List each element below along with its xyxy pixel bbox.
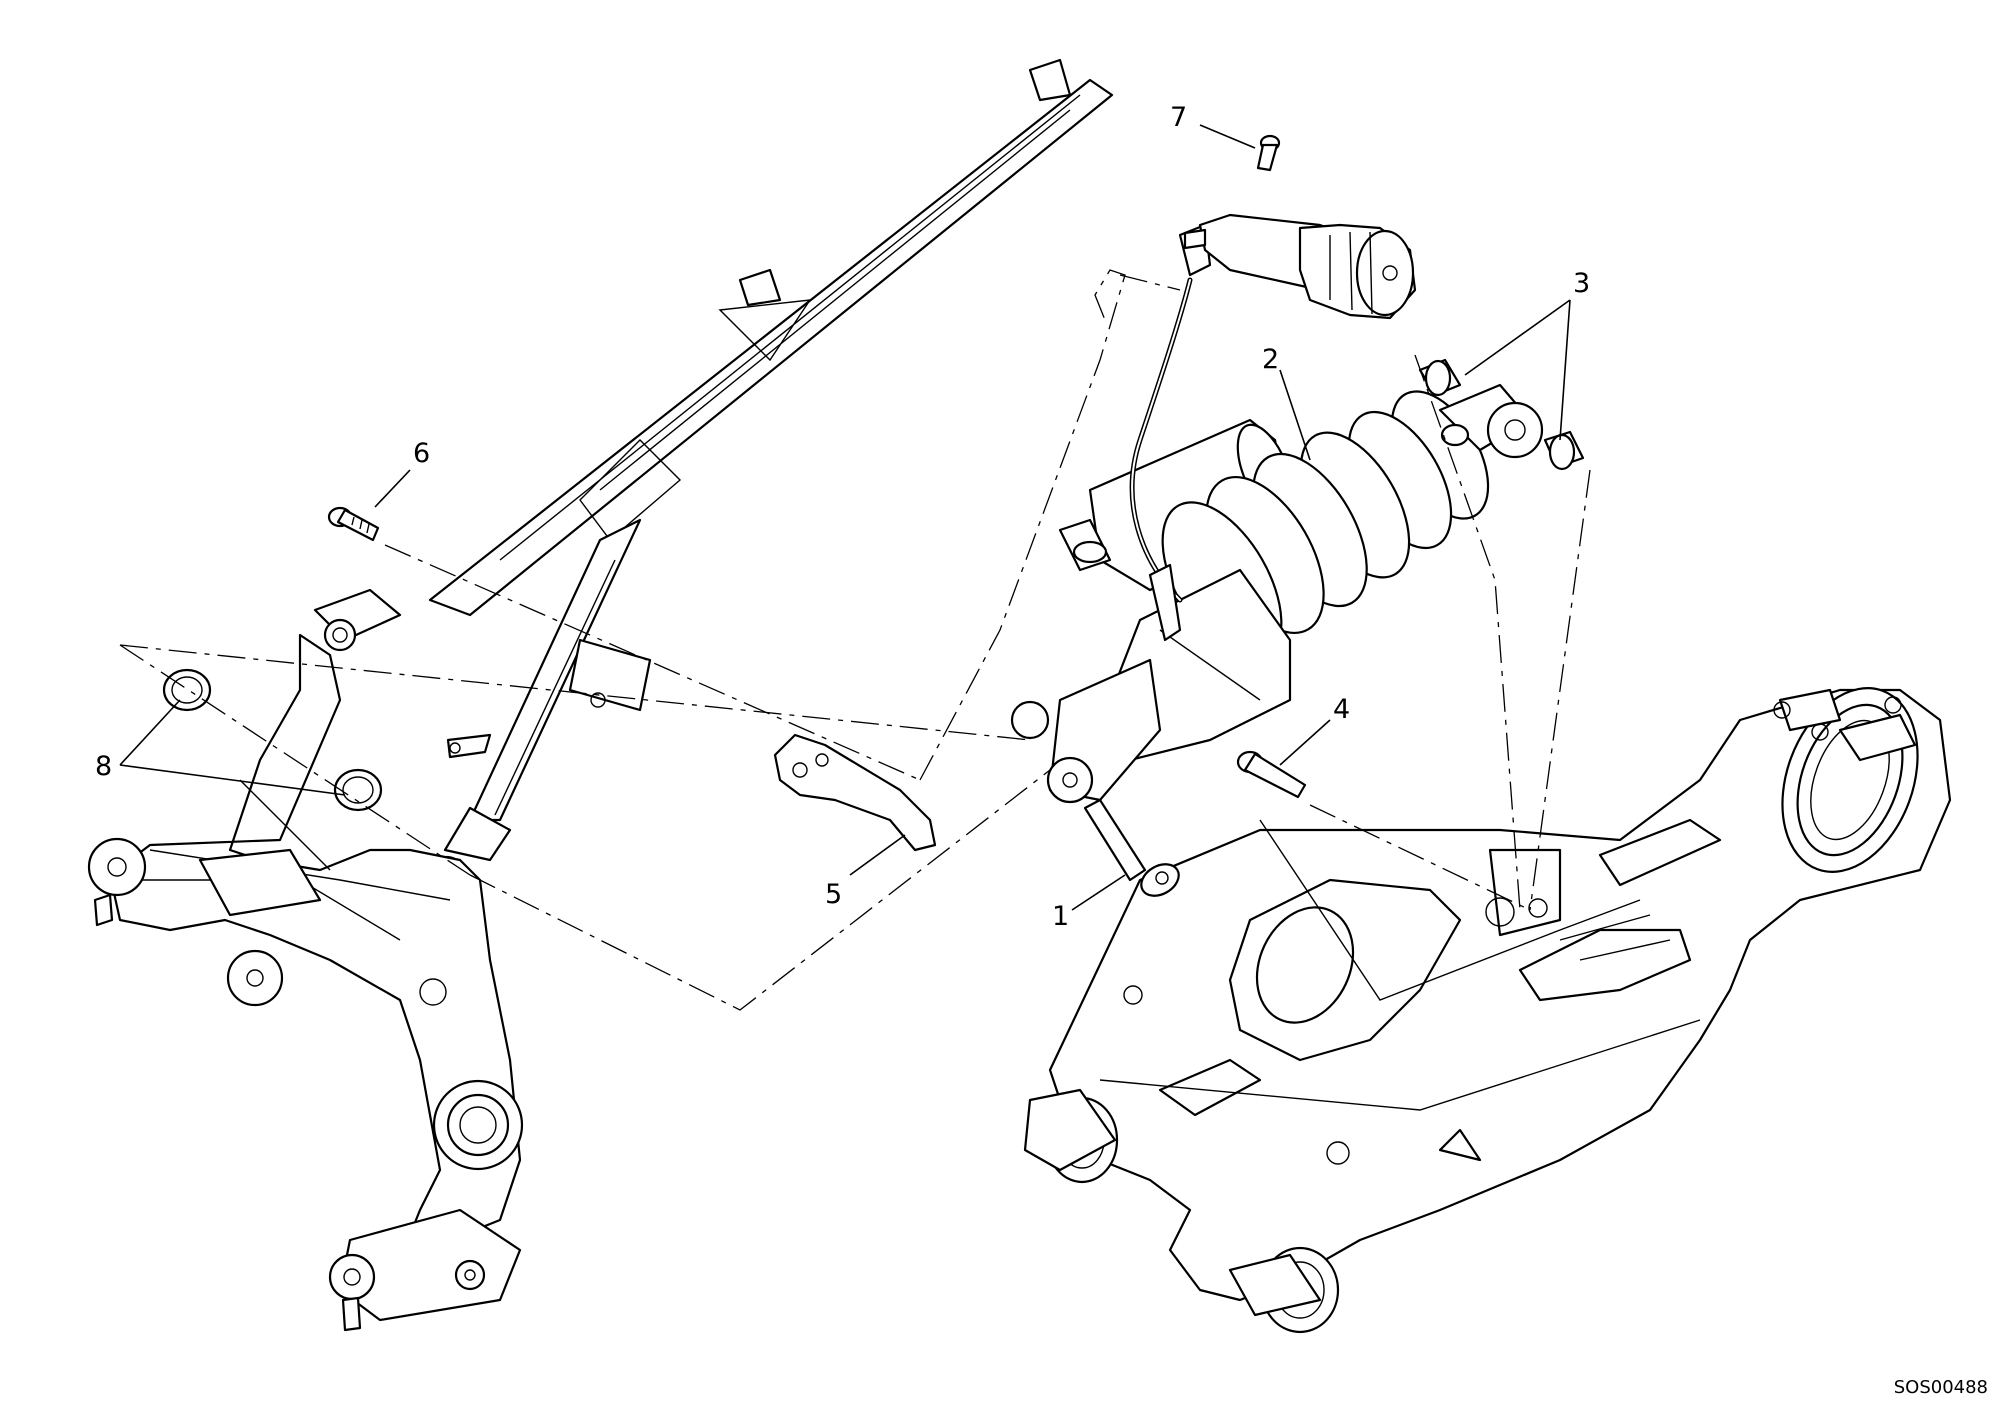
callout-4: 4: [1333, 694, 1350, 725]
bracket-5: [773, 733, 937, 852]
washers-8: [162, 668, 383, 812]
callout-5: 5: [825, 879, 842, 910]
callout-3: 3: [1573, 268, 1590, 299]
bushings-3: [1418, 358, 1585, 471]
shock-absorber: [1010, 383, 1544, 804]
callout-7: 7: [1170, 102, 1187, 133]
preload-adjuster: [1129, 213, 1417, 642]
bolt-4: [1236, 750, 1307, 799]
bolt-1: [1083, 798, 1180, 897]
callout-6: 6: [413, 438, 430, 469]
callout-2: 2: [1262, 344, 1279, 375]
callout-8: 8: [95, 751, 112, 782]
assembly-lines: [119, 269, 1591, 1011]
screw-6: [327, 506, 380, 542]
screw-7: [1256, 134, 1281, 172]
callouts: 1 2 3 4 5 6 7 8: [95, 102, 1590, 932]
parts-hardware: [162, 134, 1585, 897]
frame: [87, 58, 1114, 1332]
swingarm: [1023, 687, 1952, 1334]
leader-lines: [119, 124, 1571, 911]
drawing-code: SOS00488: [1894, 1377, 1988, 1398]
callout-1: 1: [1052, 901, 1069, 932]
